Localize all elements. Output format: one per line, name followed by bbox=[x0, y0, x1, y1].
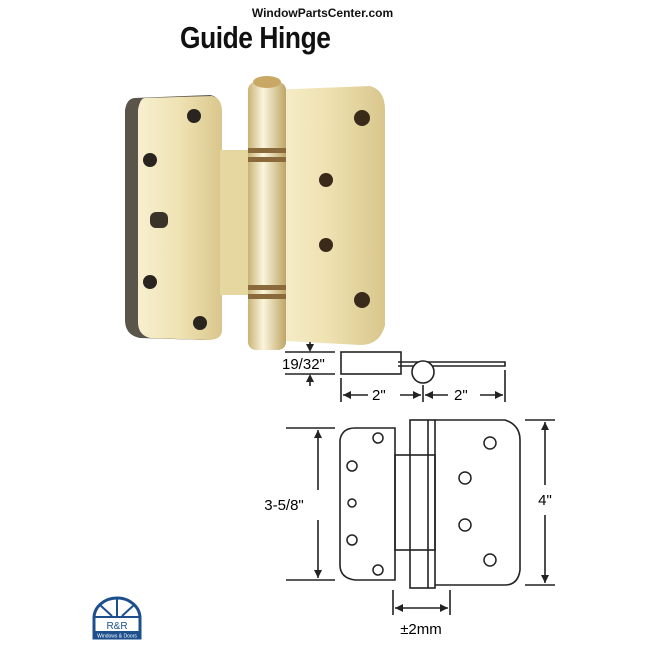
site-watermark: WindowPartsCenter.com bbox=[251, 6, 394, 20]
dim-thickness: 19/32" bbox=[282, 356, 325, 373]
logo-tagline: Windows & Doors bbox=[97, 634, 137, 640]
rr-logo: R&R Windows & Doors bbox=[92, 596, 142, 640]
dim-offset: ±2mm bbox=[400, 621, 442, 638]
dim-left-height: 3-5/8" bbox=[264, 497, 304, 514]
dim-left-width: 2" bbox=[372, 387, 386, 404]
dim-right-width: 2" bbox=[454, 387, 468, 404]
page-title: Guide Hinge bbox=[180, 20, 331, 55]
dim-right-height: 4" bbox=[538, 492, 552, 509]
logo-brand: R&R bbox=[106, 621, 127, 632]
